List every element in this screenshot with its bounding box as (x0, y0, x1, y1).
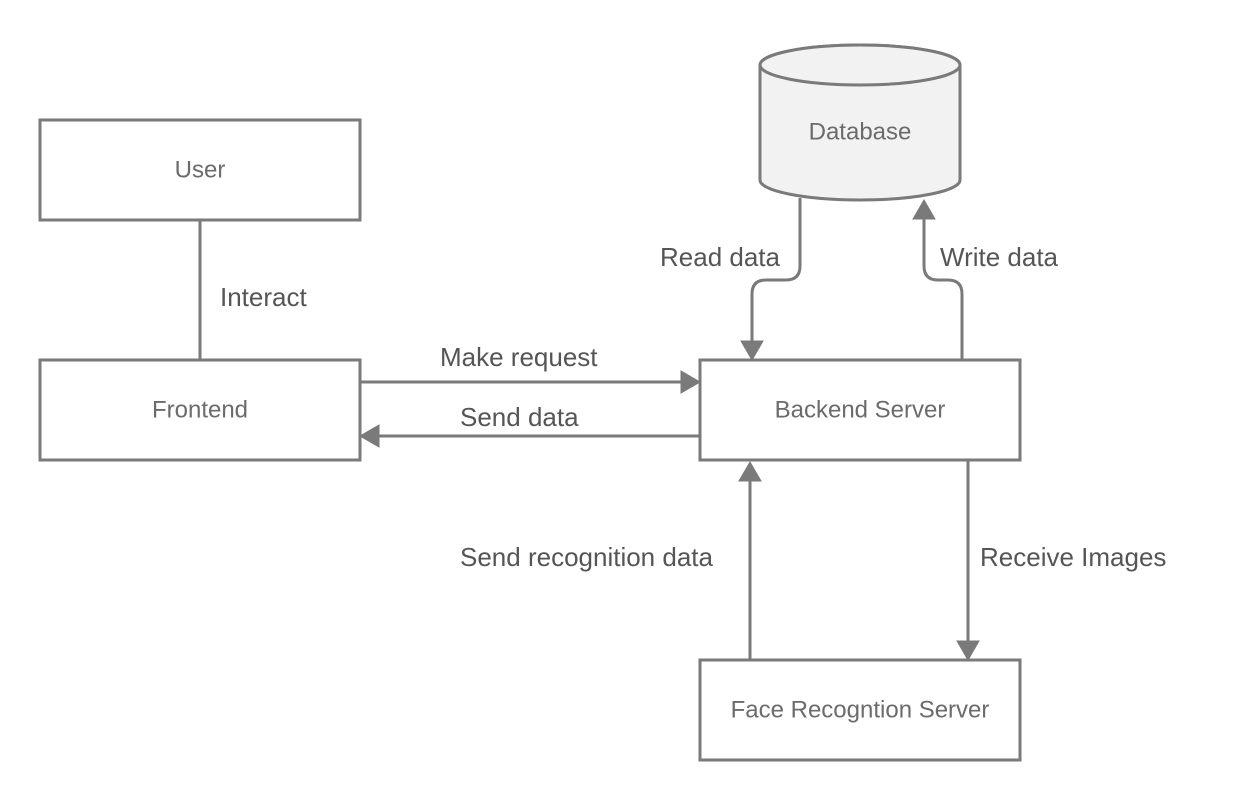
database-label: Database (809, 118, 912, 145)
frontend-node[interactable]: Frontend (38, 358, 362, 462)
send-data-label: Send data (460, 402, 579, 432)
backend-server-node[interactable]: Backend Server (698, 358, 1022, 462)
interact-label: Interact (220, 282, 307, 312)
backend-server-label: Backend Server (775, 396, 946, 423)
user-node[interactable]: User (38, 118, 362, 222)
send-data-arrowhead (359, 424, 380, 448)
face-recognition-server-node[interactable]: Face Recogntion Server (698, 658, 1022, 762)
face-recognition-server-label: Face Recogntion Server (731, 696, 990, 723)
read-data-label: Read data (660, 242, 781, 272)
database-node[interactable]: Database (758, 43, 962, 202)
send-recognition-label: Send recognition data (460, 542, 714, 572)
make-request-label: Make request (440, 342, 598, 372)
read-data-arrow-line (750, 198, 802, 343)
receive-images-label: Receive Images (980, 542, 1166, 572)
read-data-arrowhead (740, 340, 764, 361)
frontend-label: Frontend (152, 396, 248, 423)
send-recognition-arrowhead (738, 461, 762, 482)
user-label: User (175, 156, 226, 183)
make-request-arrowhead (680, 370, 701, 394)
write-data-arrow-line (922, 217, 964, 360)
write-data-arrowhead (912, 199, 936, 220)
receive-images-arrowhead (956, 640, 980, 661)
write-data-label: Write data (940, 242, 1059, 272)
database-cylinder-top (758, 43, 962, 87)
